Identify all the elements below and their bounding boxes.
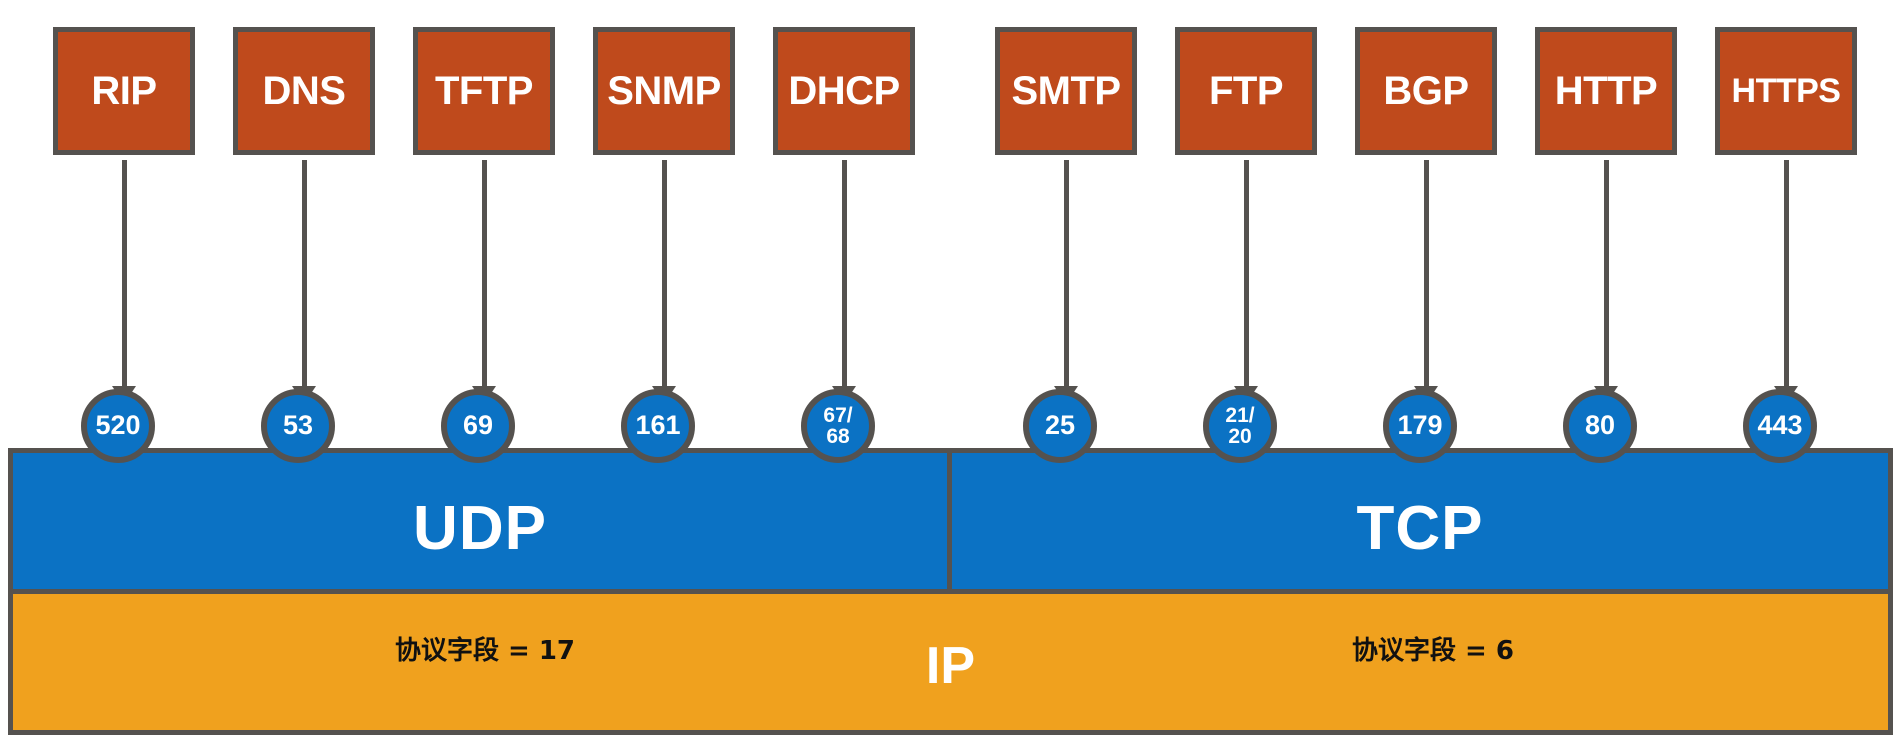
- port-number-text: 80: [1584, 410, 1616, 441]
- port-number-text: 53: [282, 410, 314, 441]
- port-circle-ftp[interactable]: 21/20: [1203, 389, 1277, 463]
- port-circle-dhcp[interactable]: 67/68: [801, 389, 875, 463]
- protocol-box-dns[interactable]: DNS: [233, 27, 375, 155]
- protocol-box-label: RIP: [91, 69, 157, 113]
- port-number-text: 67/: [823, 403, 853, 427]
- port-circle-snmp[interactable]: 161: [621, 389, 695, 463]
- protocol-box-bgp[interactable]: BGP: [1355, 27, 1497, 155]
- protocol-box-label: FTP: [1208, 69, 1284, 113]
- port-number-text: 68: [826, 425, 850, 448]
- port-circle-dns[interactable]: 53: [261, 389, 335, 463]
- protocol-field-udp-label: 协议字段 = 17: [394, 636, 576, 666]
- protocol-box-label: HTTPS: [1731, 72, 1841, 110]
- ip-band: 协议字段 = 17 协议字段 = 6 IP: [8, 589, 1893, 735]
- protocol-box-ftp[interactable]: FTP: [1175, 27, 1317, 155]
- port-number-text: 69: [462, 410, 494, 441]
- tcp-band: TCP: [947, 448, 1893, 592]
- arrow-shaft-snmp: [661, 160, 667, 386]
- protocol-box-label: SNMP: [607, 69, 721, 113]
- arrow-shaft-smtp: [1063, 160, 1069, 386]
- protocol-box-label: HTTP: [1554, 69, 1658, 113]
- port-circle-tftp[interactable]: 69: [441, 389, 515, 463]
- protocol-box-http[interactable]: HTTP: [1535, 27, 1677, 155]
- port-number-text: 161: [635, 410, 681, 441]
- protocol-box-label: DHCP: [788, 69, 900, 113]
- port-circle-https[interactable]: 443: [1743, 389, 1817, 463]
- protocol-box-label: TFTP: [435, 69, 533, 113]
- protocol-box-snmp[interactable]: SNMP: [593, 27, 735, 155]
- udp-band: UDP: [8, 448, 952, 592]
- arrow-shaft-ftp: [1243, 160, 1249, 386]
- protocol-box-label: SMTP: [1011, 69, 1121, 113]
- port-circle-rip[interactable]: 520: [81, 389, 155, 463]
- arrow-shaft-dns: [301, 160, 307, 386]
- protocol-box-https[interactable]: HTTPS: [1715, 27, 1857, 155]
- arrow-shaft-rip: [121, 160, 127, 386]
- port-number-text: 443: [1757, 410, 1803, 441]
- protocol-box-label: BGP: [1383, 69, 1469, 113]
- arrow-shaft-dhcp: [841, 160, 847, 386]
- port-number-text: 520: [95, 410, 141, 441]
- protocol-box-rip[interactable]: RIP: [53, 27, 195, 155]
- port-number-text: 20: [1228, 425, 1252, 448]
- port-circle-bgp[interactable]: 179: [1383, 389, 1457, 463]
- port-circle-http[interactable]: 80: [1563, 389, 1637, 463]
- protocol-box-dhcp[interactable]: DHCP: [773, 27, 915, 155]
- ip-label: IP: [925, 637, 976, 695]
- tcp-label: TCP: [1356, 493, 1484, 563]
- port-circle-smtp[interactable]: 25: [1023, 389, 1097, 463]
- udp-label: UDP: [413, 493, 547, 563]
- protocol-box-tftp[interactable]: TFTP: [413, 27, 555, 155]
- port-number-text: 25: [1044, 410, 1076, 441]
- arrow-shaft-http: [1603, 160, 1609, 386]
- protocol-box-label: DNS: [262, 69, 346, 113]
- arrow-shaft-https: [1783, 160, 1789, 386]
- arrow-shaft-tftp: [481, 160, 487, 386]
- protocol-box-smtp[interactable]: SMTP: [995, 27, 1137, 155]
- port-number-text: 179: [1397, 410, 1443, 441]
- protocol-field-tcp-label: 协议字段 = 6: [1352, 636, 1514, 666]
- arrow-shaft-bgp: [1423, 160, 1429, 386]
- port-number-text: 21/: [1225, 403, 1255, 427]
